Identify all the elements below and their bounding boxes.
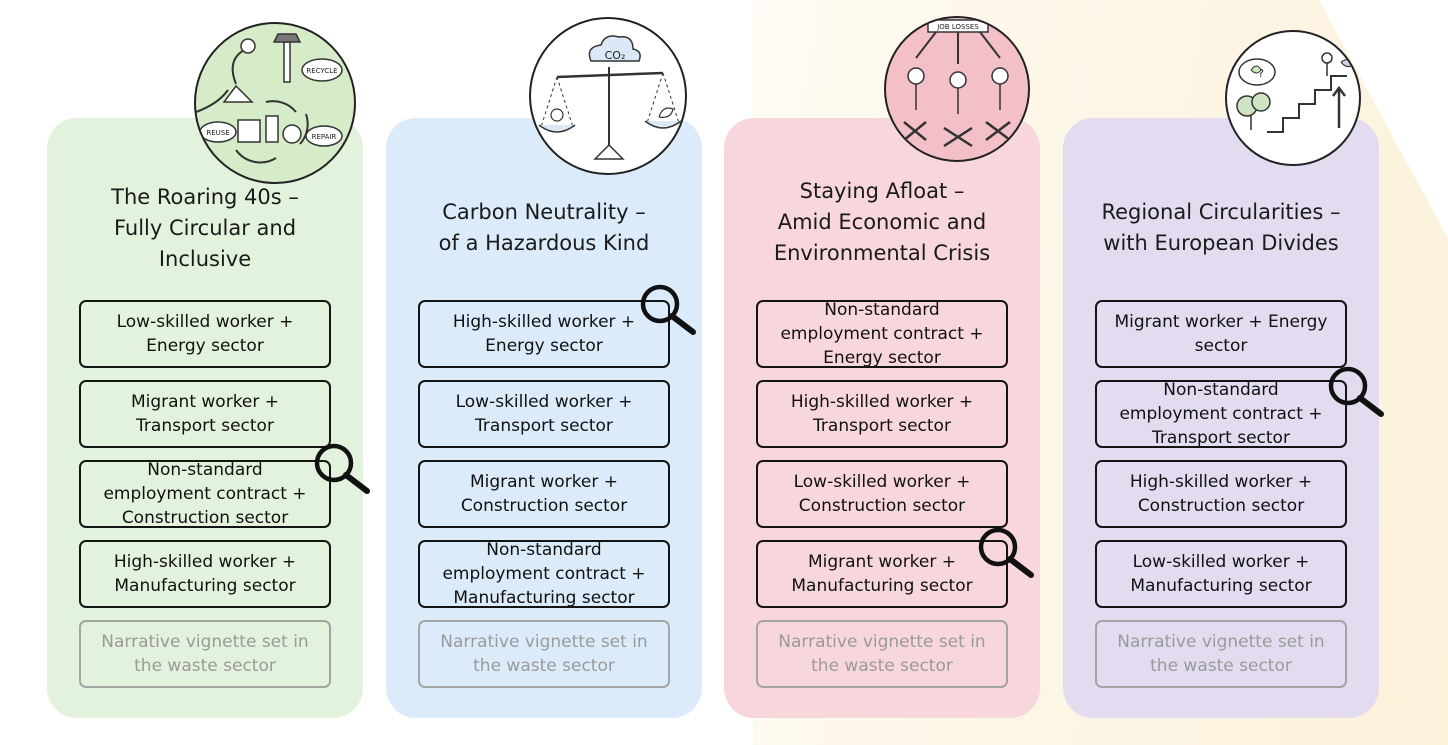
magnifier-icon bbox=[640, 284, 696, 335]
scenario-title: Regional Circularities – with European D… bbox=[1101, 200, 1341, 255]
scale-icon: CO₂ bbox=[538, 35, 682, 160]
case-card[interactable]: Migrant worker + Construction sector bbox=[418, 460, 670, 528]
magnifier-icon bbox=[314, 443, 370, 494]
regional-divides-illustration: ? bbox=[1225, 30, 1361, 166]
narrative-vignette[interactable]: Narrative vignette set in the waste sect… bbox=[756, 620, 1008, 688]
magnifier-icon bbox=[1328, 366, 1384, 417]
svg-text:RECYCLE: RECYCLE bbox=[306, 67, 337, 75]
case-card[interactable]: Low-skilled worker + Transport sector bbox=[418, 380, 670, 448]
case-card[interactable]: Low-skilled worker + Construction sector bbox=[756, 460, 1008, 528]
scenario-column-regional-circularities: Regional Circularities – with European D… bbox=[1063, 118, 1379, 718]
scenario-title: The Roaring 40s – Fully Circular and Inc… bbox=[111, 185, 299, 271]
scenario-column-roaring-40s: The Roaring 40s – Fully Circular and Inc… bbox=[47, 118, 363, 718]
case-card[interactable]: Non-standard employment contract + Const… bbox=[79, 460, 331, 528]
case-card[interactable]: Low-skilled worker + Energy sector bbox=[79, 300, 331, 368]
case-card[interactable]: High-skilled worker + Construction secto… bbox=[1095, 460, 1347, 528]
narrative-vignette[interactable]: Narrative vignette set in the waste sect… bbox=[79, 620, 331, 688]
svg-text:?: ? bbox=[1258, 67, 1264, 80]
narrative-vignette[interactable]: Narrative vignette set in the waste sect… bbox=[1095, 620, 1347, 688]
case-card[interactable]: Non-standard employment contract + Trans… bbox=[1095, 380, 1347, 448]
case-card[interactable]: High-skilled worker + Manufacturing sect… bbox=[79, 540, 331, 608]
case-card[interactable]: Non-standard employment contract + Energ… bbox=[756, 300, 1008, 368]
magnifier-icon bbox=[978, 527, 1034, 578]
staircase-icon: ? bbox=[1236, 52, 1356, 133]
recycle-icon: RECYCLE REUSE REPAIR bbox=[196, 33, 343, 164]
narrative-vignette[interactable]: Narrative vignette set in the waste sect… bbox=[418, 620, 670, 688]
scenario-column-staying-afloat: Staying Afloat – Amid Economic and Envir… bbox=[724, 118, 1040, 718]
case-card[interactable]: High-skilled worker + Energy sector bbox=[418, 300, 670, 368]
scenario-title: Carbon Neutrality – of a Hazardous Kind bbox=[438, 200, 650, 255]
case-card[interactable]: High-skilled worker + Transport sector bbox=[756, 380, 1008, 448]
case-card[interactable]: Migrant worker + Energy sector bbox=[1095, 300, 1347, 368]
svg-text:REUSE: REUSE bbox=[206, 129, 229, 137]
svg-text:JOB LOSSES: JOB LOSSES bbox=[936, 23, 979, 31]
svg-text:CO₂: CO₂ bbox=[605, 49, 626, 62]
scenario-title: Staying Afloat – Amid Economic and Envir… bbox=[773, 179, 991, 265]
carbon-scale-illustration: CO₂ bbox=[529, 17, 687, 175]
case-card[interactable]: Migrant worker + Manufacturing sector bbox=[756, 540, 1008, 608]
robot-arm-icon: JOB LOSSES bbox=[903, 19, 1011, 148]
circular-economy-illustration: RECYCLE REUSE REPAIR bbox=[194, 22, 356, 184]
case-card[interactable]: Migrant worker + Transport sector bbox=[79, 380, 331, 448]
svg-text:REPAIR: REPAIR bbox=[312, 133, 337, 141]
scenario-column-carbon-neutrality: Carbon Neutrality – of a Hazardous Kind … bbox=[386, 118, 702, 718]
case-card[interactable]: Non-standard employment contract + Manuf… bbox=[418, 540, 670, 608]
case-card[interactable]: Low-skilled worker + Manufacturing secto… bbox=[1095, 540, 1347, 608]
job-losses-illustration: JOB LOSSES bbox=[884, 16, 1030, 162]
